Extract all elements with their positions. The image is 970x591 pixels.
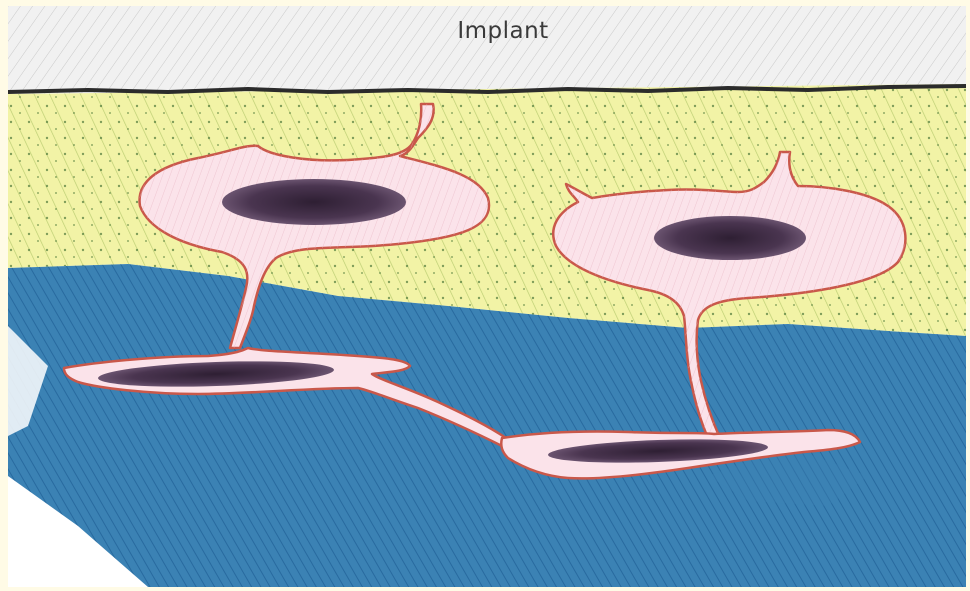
- implant-label: Implant: [8, 18, 966, 44]
- nucleus-right: [654, 216, 806, 260]
- illustration-canvas: Implant: [8, 6, 966, 587]
- nucleus-left: [222, 179, 406, 225]
- tissue-illustration: [8, 6, 966, 587]
